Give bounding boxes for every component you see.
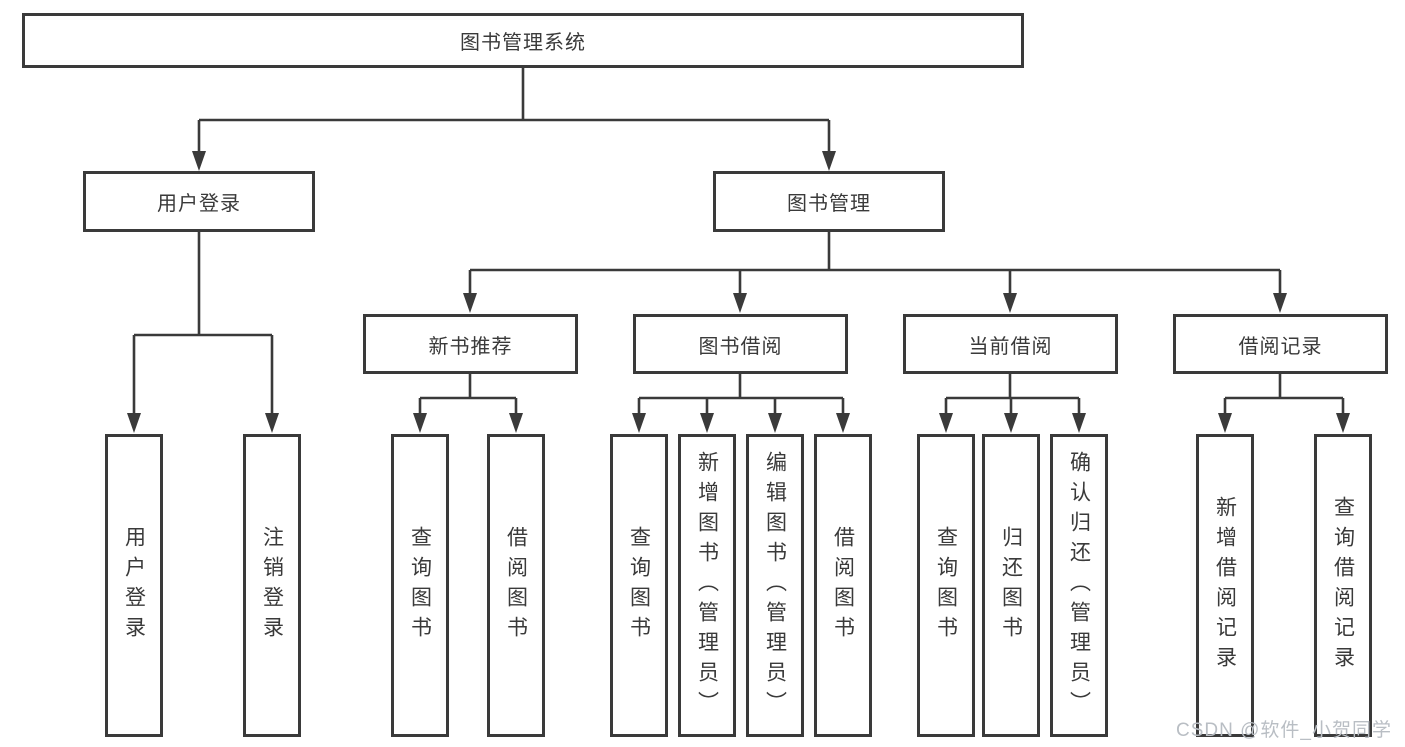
- connector-book-borrow-to-leaves: [632, 374, 850, 433]
- node-label: 查询图书: [408, 525, 432, 646]
- connector-current-borrow-to-leaves: [939, 374, 1086, 433]
- node-book-borrow: 图书借阅: [633, 314, 848, 374]
- node-leaf-query-books-1: 查询图书: [391, 434, 449, 737]
- node-label: 注销登录: [260, 525, 284, 646]
- node-leaf-query-books-3: 查询图书: [917, 434, 975, 737]
- node-label: 确认归还（管理员）: [1067, 450, 1091, 721]
- node-root: 图书管理系统: [22, 13, 1024, 68]
- node-leaf-user-login: 用户登录: [105, 434, 163, 737]
- node-label: 借阅记录: [1238, 335, 1323, 358]
- node-label: 查询图书: [627, 525, 651, 646]
- node-label: 用户登录: [122, 525, 146, 646]
- node-label: 借阅图书: [831, 525, 855, 646]
- node-current-borrow: 当前借阅: [903, 314, 1118, 374]
- node-leaf-confirm-return-admin: 确认归还（管理员）: [1050, 434, 1108, 737]
- node-label: 新书推荐: [428, 335, 513, 358]
- node-borrow-record: 借阅记录: [1173, 314, 1388, 374]
- node-leaf-borrow-books-1: 借阅图书: [487, 434, 545, 737]
- node-label: 新增借阅记录: [1213, 495, 1237, 676]
- connector-new-book-recommend-to-leaves: [413, 374, 523, 433]
- node-label: 归还图书: [999, 525, 1023, 646]
- node-label: 图书借阅: [698, 335, 783, 358]
- node-label: 新增图书（管理员）: [695, 450, 719, 721]
- connector-root-to-level2: [192, 68, 836, 171]
- connector-user-login-to-leaves: [127, 232, 279, 433]
- node-leaf-query-borrow-record: 查询借阅记录: [1314, 434, 1372, 737]
- node-new-book-recommend: 新书推荐: [363, 314, 578, 374]
- node-leaf-query-books-2: 查询图书: [610, 434, 668, 737]
- node-label: 当前借阅: [968, 335, 1053, 358]
- node-book-management: 图书管理: [713, 171, 945, 232]
- node-label: 编辑图书（管理员）: [763, 450, 787, 721]
- connector-book-management-to-level3: [463, 232, 1287, 313]
- node-leaf-borrow-books-2: 借阅图书: [814, 434, 872, 737]
- node-label: 查询借阅记录: [1331, 495, 1355, 676]
- node-label: 查询图书: [934, 525, 958, 646]
- node-label: 图书管理系统: [460, 32, 586, 54]
- node-label: 图书管理: [787, 193, 871, 215]
- node-leaf-logout: 注销登录: [243, 434, 301, 737]
- node-leaf-return-books: 归还图书: [982, 434, 1040, 737]
- connector-borrow-record-to-leaves: [1218, 374, 1350, 433]
- node-label: 用户登录: [157, 193, 241, 215]
- node-user-login: 用户登录: [83, 171, 315, 232]
- csdn-watermark: CSDN @软件_小贺同学: [1176, 720, 1392, 741]
- node-leaf-add-borrow-record: 新增借阅记录: [1196, 434, 1254, 737]
- node-label: 借阅图书: [504, 525, 528, 646]
- node-leaf-edit-books-admin: 编辑图书（管理员）: [746, 434, 804, 737]
- node-leaf-add-books-admin: 新增图书（管理员）: [678, 434, 736, 737]
